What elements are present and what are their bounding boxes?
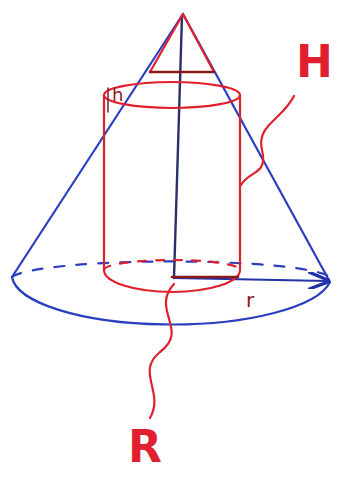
radius-label: R xyxy=(128,425,162,469)
radius-line xyxy=(172,276,238,279)
radius-label: r xyxy=(246,290,254,310)
cylinder-side xyxy=(239,95,241,270)
cone-base-back xyxy=(12,261,332,282)
leader-line xyxy=(150,284,174,418)
height-label: H xyxy=(296,40,333,84)
axis-line xyxy=(174,16,182,278)
cylinder-top xyxy=(104,82,240,108)
small-cone-base xyxy=(150,71,214,74)
cone-base-front xyxy=(12,277,330,325)
small-cone-side xyxy=(183,14,214,72)
height-tick xyxy=(107,88,109,112)
height-label: h xyxy=(112,86,123,104)
cylinder-bottom-back xyxy=(104,260,240,270)
leader-line xyxy=(241,96,294,185)
radius-arrow xyxy=(174,278,328,281)
cone-side xyxy=(12,14,183,277)
cylinder-side xyxy=(103,95,105,270)
small-cone-side xyxy=(150,14,183,72)
cylinder-bottom-front xyxy=(104,270,240,292)
